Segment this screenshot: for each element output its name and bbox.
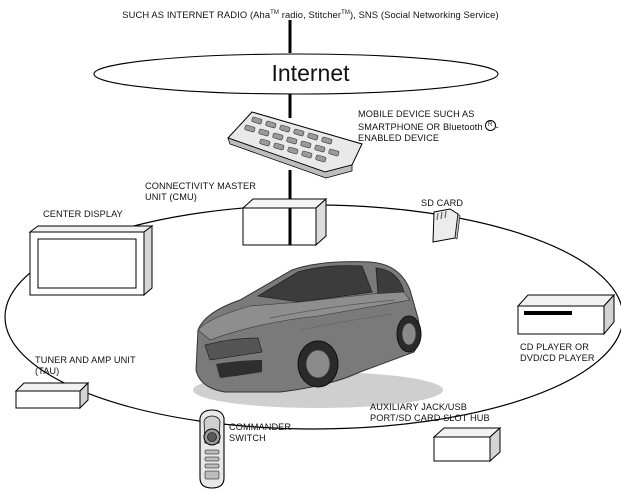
sd-card-label: SD CARD — [421, 198, 464, 208]
mobile-device-label: MOBILE DEVICE SUCH AS SMARTPHONE OR Blue… — [358, 109, 499, 143]
commander-switch-icon — [199, 409, 225, 489]
mobile-device-icon — [227, 111, 363, 179]
cmu-label: CONNECTIVITY MASTER UNIT (CMU) — [145, 181, 256, 202]
services-label: SUCH AS INTERNET RADIO (AhaTM radio, Sti… — [122, 9, 499, 20]
tau-label: TUNER AND AMP UNIT (TAU) — [35, 355, 136, 376]
center-display-label: CENTER DISPLAY — [43, 209, 123, 219]
sd-card-icon — [432, 208, 461, 243]
registered-trademark-icon: R — [484, 120, 496, 131]
internet-cloud — [93, 53, 499, 95]
cd-player-label: CD PLAYER OR DVD/CD PLAYER — [520, 342, 595, 363]
cmu-box-icon — [241, 197, 328, 247]
center-display-icon — [28, 225, 154, 297]
car-illustration — [193, 261, 443, 408]
tau-unit-icon — [14, 381, 90, 410]
aux-hub-label: AUXILIARY JACK/USB PORT/SD CARD SLOT HUB — [370, 402, 490, 423]
internet-label: Internet — [271, 60, 350, 86]
cd-player-icon — [516, 293, 616, 336]
commander-switch-label: COMMANDER SWITCH — [229, 422, 292, 443]
aux-hub-icon — [432, 426, 502, 463]
